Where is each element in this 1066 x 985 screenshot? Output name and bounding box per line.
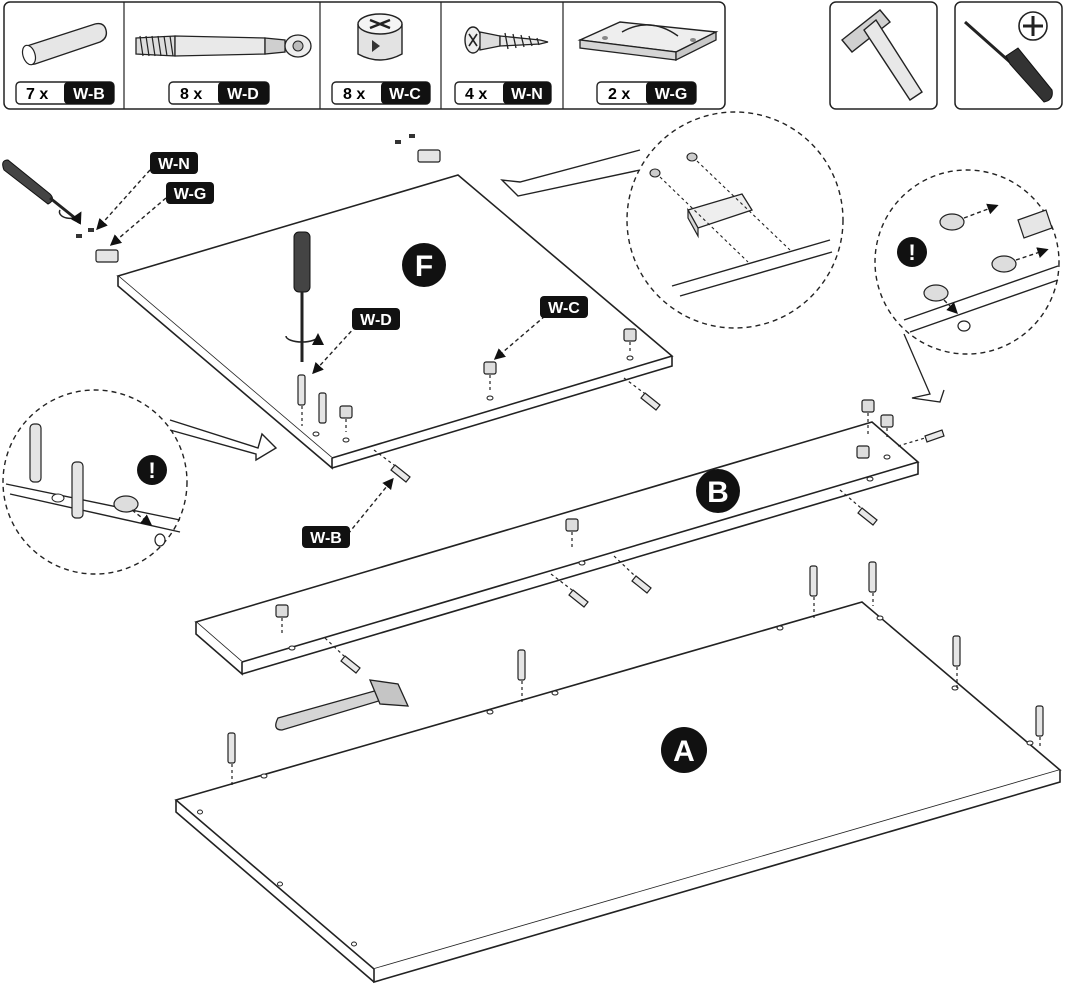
cam-bolt-icon — [297, 374, 327, 424]
part-label-wg: 2 x W-G — [596, 81, 697, 105]
tool-box-hammer — [829, 1, 938, 110]
callout-wd: W-D — [352, 308, 400, 330]
dowel-icon — [390, 392, 661, 483]
screw-icon — [649, 152, 698, 178]
part-code: W-D — [227, 86, 259, 103]
detail-cam-lock-warning: ! — [874, 169, 1060, 403]
bracket-icon — [577, 21, 719, 62]
part-code: W-C — [389, 86, 421, 103]
dowel-icon — [21, 22, 108, 66]
part-qty: 8 x — [180, 86, 202, 103]
phillips-screwdriver-icon — [2, 159, 82, 225]
panel-letter-b: B — [707, 476, 729, 509]
warning-text: ! — [908, 240, 915, 265]
cam-lock-icon — [923, 213, 1017, 302]
screw-icon — [464, 26, 549, 54]
part-code: W-B — [73, 86, 105, 103]
panel-letter-f: F — [415, 250, 433, 283]
cam-lock-icon — [113, 495, 139, 513]
callout-label: W-C — [548, 300, 580, 317]
cam-bolt-icon — [29, 423, 84, 519]
dowel-icon — [1017, 209, 1053, 239]
cam-lock-icon — [275, 399, 894, 618]
screw-icon — [76, 134, 415, 238]
callout-wb: W-B — [302, 526, 350, 548]
detail-bracket-closeup — [500, 111, 844, 329]
callout-wg: W-G — [166, 182, 214, 204]
parts-box: 7 x W-B 8 x W-D 8 x W-C 4 x W-N 2 x W-G — [3, 1, 726, 110]
phillips-screwdriver-icon — [964, 11, 1053, 103]
cam-lock-icon — [357, 13, 403, 61]
cam-bolt-icon — [135, 34, 312, 58]
panel-marker-f — [402, 243, 446, 287]
hammer-icon — [841, 9, 923, 101]
tool-box-screwdriver — [954, 1, 1063, 110]
cam-lock-icon — [339, 328, 637, 419]
cam-bolt-icon — [227, 561, 1044, 764]
callout-label: W-N — [158, 156, 190, 173]
panel-f: F — [2, 134, 674, 483]
panel-letter-a: A — [673, 735, 695, 768]
bracket-icon — [95, 149, 441, 263]
part-label-wn: 4 x W-N — [454, 81, 552, 105]
part-code: W-N — [511, 86, 543, 103]
part-qty: 4 x — [465, 86, 487, 103]
panel-marker-b — [696, 469, 740, 513]
callout-wc: W-C — [540, 296, 588, 318]
panel-a: A — [174, 561, 1062, 984]
warning-text: ! — [148, 458, 155, 483]
panel-marker-a — [661, 727, 707, 773]
panel-b: B — [194, 399, 945, 676]
callout-label: W-G — [174, 186, 207, 203]
callout-label: W-B — [310, 530, 342, 547]
detail-bolt-warning: ! — [2, 389, 278, 575]
callout-label: W-D — [360, 312, 392, 329]
dowel-icon — [340, 429, 945, 674]
warning-icon — [137, 455, 167, 485]
part-qty: 7 x — [26, 86, 48, 103]
warning-icon — [897, 237, 927, 267]
part-label-wc: 8 x W-C — [331, 81, 431, 105]
part-label-wb: 7 x W-B — [15, 81, 115, 105]
part-qty: 2 x — [608, 86, 630, 103]
hammer-icon — [275, 679, 410, 731]
part-code: W-G — [655, 86, 688, 103]
phillips-screwdriver-icon — [285, 231, 324, 362]
part-label-wd: 8 x W-D — [168, 81, 270, 105]
part-qty: 8 x — [343, 86, 365, 103]
callout-wn: W-N — [150, 152, 198, 174]
